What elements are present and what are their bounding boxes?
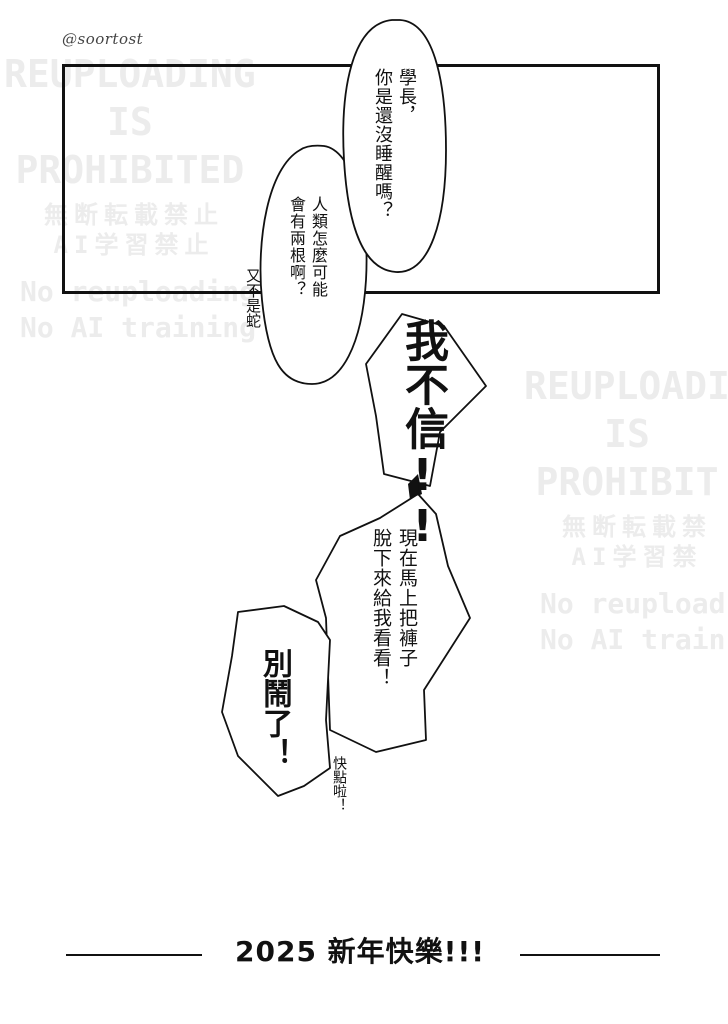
watermark-en-1: No reuploading No AI training [20,275,257,344]
side-text-not-snake: 又不是蛇 [244,268,262,328]
speech-bubble-two-roots [259,144,368,385]
shout-bubble [365,313,487,487]
watermark-jp-2: 無断転載禁 AI学習禁 [562,513,712,571]
watermark-title-1: REUPLOADING IS PROHIBITED [4,52,256,192]
bubble-text-two-roots: 人類怎麼可能 會有兩根啊？ [287,196,328,298]
shout-text-dont-believe: 我不信!! [397,318,448,552]
watermark-en-2: No reupload No AI train [540,587,726,656]
bubble-text-stop-it: 別鬧了！ [257,648,292,768]
bubble-text-take-off-pants: 現在馬上把褲子 脫下來給我看看！ [370,528,418,688]
footer-rule-right [520,954,660,956]
speech-bubble-take-off-pants [315,493,471,753]
bubble-text-senpai-awake: 學長， 你是還沒睡醒嗎？ [372,68,417,220]
footer-rule-left [66,954,202,956]
watermark-jp-1: 無断転載禁止 AI学習禁止 [44,201,224,259]
speech-bubble-stop-it [221,605,331,797]
watermark-title-2: REUPLOADI IS PROHIBIT [524,364,728,504]
artist-signature: @soortost [62,30,144,48]
footer-greeting: 2025 新年快樂!!! [235,935,485,968]
side-text-hurry-up: 快點啦！ [331,756,347,812]
speech-bubble-senpai-awake [342,19,447,273]
